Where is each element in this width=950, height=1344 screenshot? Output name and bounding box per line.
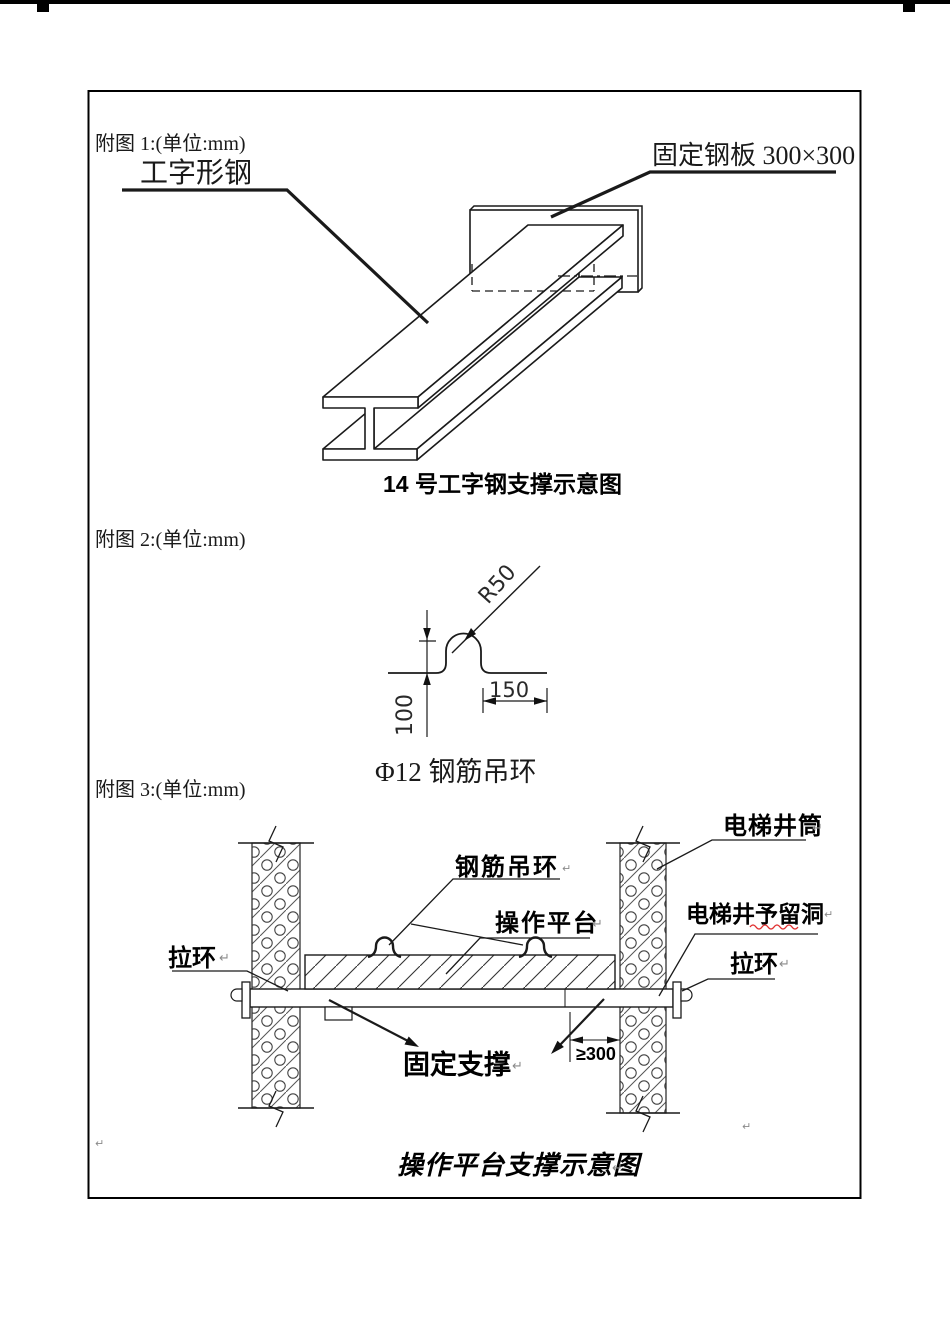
label-pull-ring-left: 拉环 <box>168 944 289 992</box>
figure1-plate-label: 固定钢板 300×300 <box>652 141 855 170</box>
svg-text:钢筋吊环: 钢筋吊环 <box>455 853 559 881</box>
shaft-wall-left <box>238 825 314 1128</box>
support-bracket <box>324 1006 353 1021</box>
work-platform <box>304 954 616 990</box>
label-pull-ring-right: 拉环 <box>681 950 778 992</box>
svg-text:拉环: 拉环 <box>168 944 216 972</box>
top-edge-tick-right <box>903 4 915 12</box>
dim-clearance: ≥300 <box>569 1012 620 1064</box>
label-work-platform: 操作平台 <box>445 909 599 975</box>
rebar-hook-right <box>518 936 553 959</box>
figure2-caption: Φ12 钢筋吊环 <box>375 757 537 787</box>
i-beam <box>322 224 624 461</box>
hook-profile <box>388 632 547 674</box>
label-rebar-hook: 钢筋吊环 <box>388 853 560 946</box>
paragraph-marks: ↵ ↵ ↵ ↵ ↵ ↵ ↵ ↵ ↵ ↵ <box>95 821 833 1176</box>
return-mark: ↵ <box>562 862 571 875</box>
spellcheck-squiggle <box>749 924 799 930</box>
break-mark-bottom <box>635 1095 651 1133</box>
label-shaft-wall: 电梯井筒 <box>656 812 823 870</box>
return-mark: ↵ <box>512 1059 523 1074</box>
return-mark: ↵ <box>742 1120 751 1133</box>
pull-ring-bolt-right <box>672 981 693 1019</box>
pull-ring-bolt-left <box>230 981 251 1019</box>
dim-clearance-text: ≥300 <box>576 1044 616 1064</box>
return-mark: ↵ <box>812 821 823 836</box>
figure1-beam-label: 工字形钢 <box>140 157 252 189</box>
svg-text:电梯井予留洞: 电梯井予留洞 <box>686 901 824 927</box>
dim-height: 100 <box>393 610 436 737</box>
figure1-header: 附图 1:(单位:mm) <box>95 132 246 155</box>
beam-label-leader <box>122 188 430 325</box>
top-edge-tick-left <box>37 4 49 12</box>
figure3-platform-diagram: 附图 3:(单位:mm) <box>95 778 824 1180</box>
support-beam <box>249 988 674 1008</box>
hidden-lines <box>471 264 637 292</box>
break-mark-bottom <box>268 1090 284 1128</box>
figure3-header: 附图 3:(单位:mm) <box>95 778 246 801</box>
page-border <box>87 90 862 1199</box>
fixed-support-arrow-left <box>328 999 409 1042</box>
return-mark: ↵ <box>824 908 833 921</box>
return-mark: ↵ <box>219 951 230 966</box>
return-mark: ↵ <box>95 1137 104 1150</box>
dim-height-text: 100 <box>393 694 418 736</box>
rebar-hook-left <box>367 936 402 959</box>
figure2-header: 附图 2:(单位:mm) <box>95 528 246 551</box>
figure3-caption: 操作平台支撑示意图 <box>397 1151 643 1180</box>
label-reserved-hole: 电梯井予留洞 <box>658 901 824 997</box>
return-mark: ↵ <box>612 1161 623 1176</box>
dim-width: 150 <box>482 678 548 713</box>
svg-text:拉环: 拉环 <box>730 950 778 978</box>
figure1-caption: 14 号工字钢支撑示意图 <box>383 471 622 497</box>
svg-text:操作平台: 操作平台 <box>495 909 599 937</box>
svg-text:固定支撑: 固定支撑 <box>403 1049 511 1080</box>
return-mark: ↵ <box>779 957 790 972</box>
dim-radius: R50 <box>451 560 541 654</box>
figure1-i-beam-diagram: 附图 1:(单位:mm) 工字形钢 固定钢板 300×300 1 <box>95 132 855 497</box>
break-mark-top <box>635 825 651 863</box>
svg-text:电梯井筒: 电梯井筒 <box>723 812 823 840</box>
top-edge-bar <box>0 0 950 4</box>
dim-radius-text: R50 <box>474 560 522 609</box>
plate-label-leader <box>550 170 836 219</box>
return-mark: ↵ <box>592 917 603 932</box>
fixed-support-arrow-right <box>558 998 605 1047</box>
shaft-wall-right <box>606 825 680 1133</box>
label-fixed-support: 固定支撑 <box>328 998 605 1080</box>
break-mark-top <box>268 825 284 863</box>
i-beam-cross-section <box>322 396 419 461</box>
figure2-hook-diagram: 附图 2:(单位:mm) R50 100 150 Φ12 钢筋吊环 <box>95 528 548 787</box>
dim-width-text: 150 <box>489 678 529 702</box>
